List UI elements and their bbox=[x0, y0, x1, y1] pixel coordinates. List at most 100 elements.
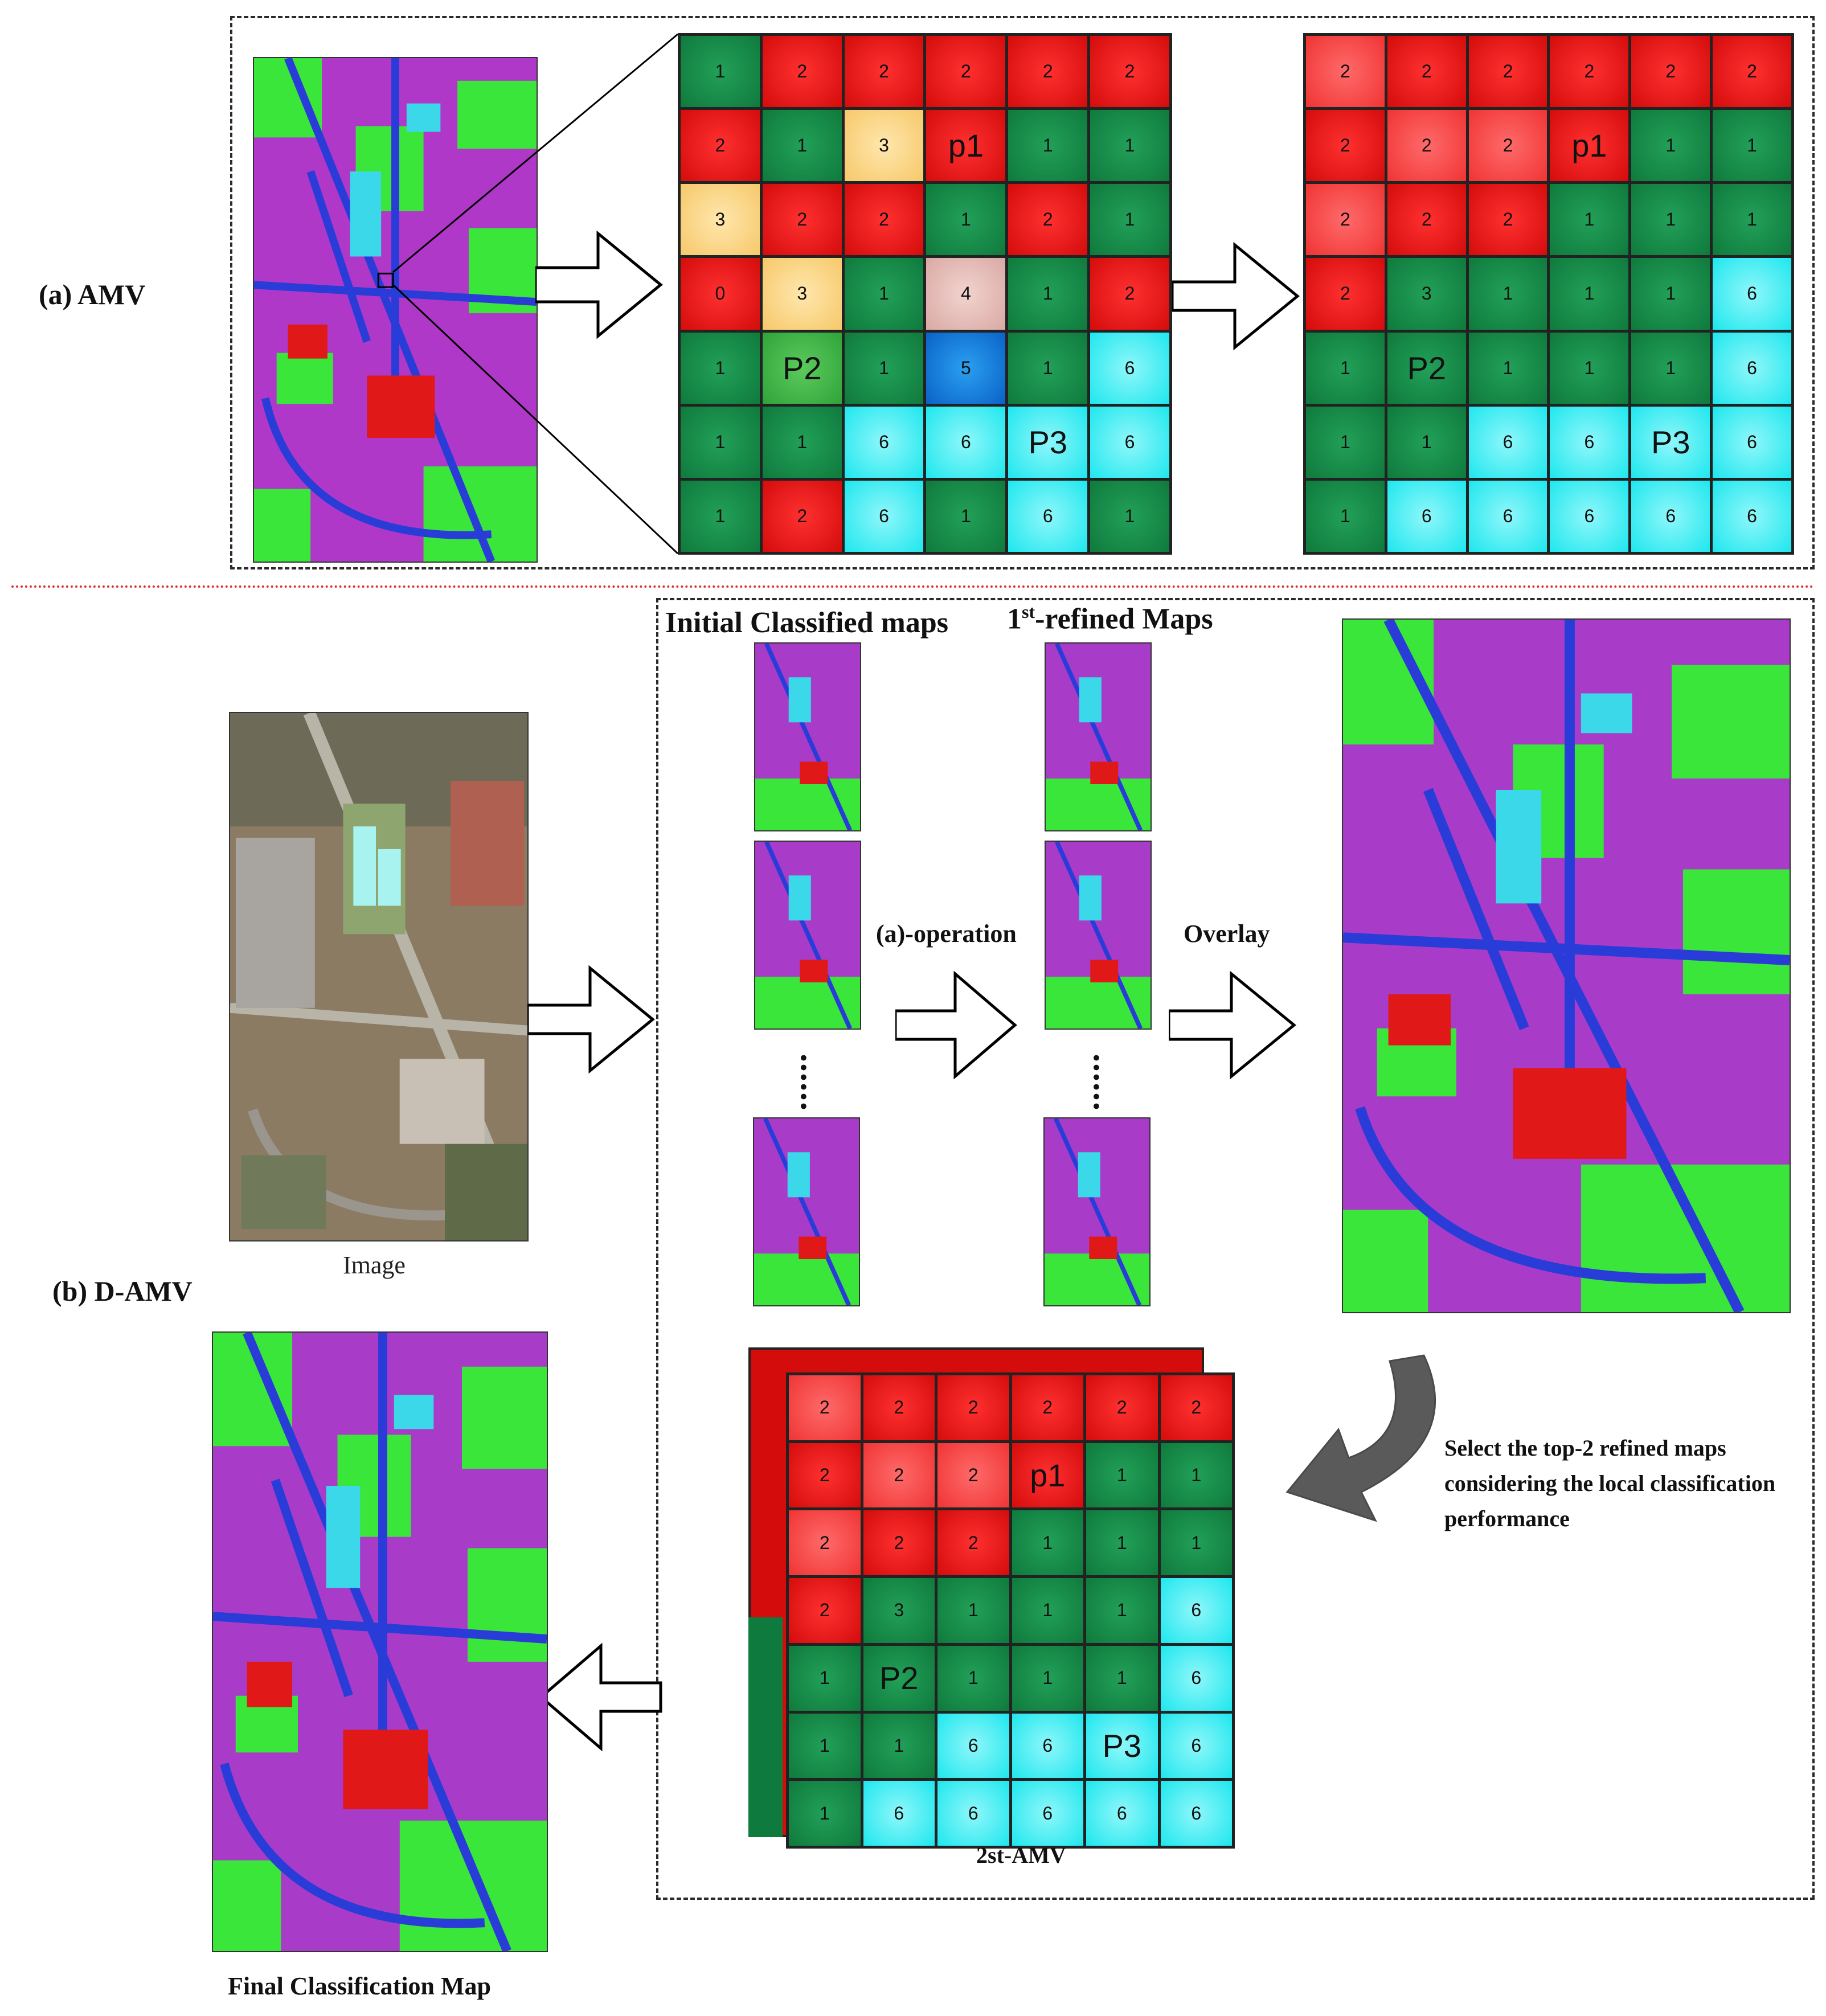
grid-cell: 6 bbox=[1550, 406, 1629, 478]
grid-cell: 1 bbox=[1550, 332, 1629, 404]
grid-cell: 2 bbox=[1468, 36, 1547, 108]
grid-cell: 1 bbox=[1713, 184, 1791, 256]
refined-label-suffix: -refined Maps bbox=[1035, 603, 1213, 636]
grid-cell: 2 bbox=[1012, 1375, 1083, 1440]
grid-cell: 6 bbox=[937, 1713, 1009, 1779]
grid-cell: 6 bbox=[1713, 258, 1791, 330]
grid-cell: 2 bbox=[1306, 184, 1385, 256]
grid-cell: 2 bbox=[937, 1443, 1009, 1508]
refined-map-thumb bbox=[1043, 1117, 1151, 1306]
grid-cell: 1 bbox=[1160, 1443, 1232, 1508]
ellipsis-icon: ...... bbox=[1087, 1054, 1124, 1112]
grid-cell: 1 bbox=[1008, 110, 1088, 182]
grid-cell: 1 bbox=[1086, 1578, 1158, 1643]
grid-cell: 1 bbox=[789, 1713, 861, 1779]
grid-cell: 6 bbox=[1012, 1781, 1083, 1846]
refined-label-sup: st bbox=[1022, 601, 1035, 622]
grid-cell: 1 bbox=[1306, 332, 1385, 404]
grid-cell: 2 bbox=[1387, 184, 1466, 256]
grid-cell: 2 bbox=[1086, 1375, 1158, 1440]
panel-b-label: (b) D-AMV bbox=[52, 1275, 193, 1307]
grid-cell: 1 bbox=[1631, 184, 1710, 256]
grid-cell: 3 bbox=[844, 110, 924, 182]
grid-cell: 2 bbox=[1008, 184, 1088, 256]
grid-cell: 2 bbox=[937, 1375, 1009, 1440]
grid-cell: 1 bbox=[681, 36, 760, 108]
refined-label-prefix: 1 bbox=[1007, 603, 1022, 636]
amv2-label: 2st-AMV bbox=[976, 1842, 1066, 1868]
grid-cell: 2 bbox=[1090, 36, 1169, 108]
grid-cell: 1 bbox=[1090, 110, 1169, 182]
arrow-right-icon bbox=[895, 970, 1017, 1080]
grid-cell: 1 bbox=[926, 480, 1006, 552]
grid-cell: 6 bbox=[1631, 480, 1710, 552]
initial-map-thumb bbox=[754, 642, 861, 831]
grid-cell: 1 bbox=[789, 1781, 861, 1846]
grid-cell: 6 bbox=[937, 1781, 1009, 1846]
grid-cell: 1 bbox=[844, 332, 924, 404]
grid-cell-p1: p1 bbox=[1012, 1443, 1083, 1508]
grid-cell: 3 bbox=[1387, 258, 1466, 330]
grid-cell: 1 bbox=[1468, 332, 1547, 404]
arrow-right-icon bbox=[535, 230, 663, 339]
image-caption: Image bbox=[343, 1251, 406, 1279]
grid-cell: 6 bbox=[1160, 1713, 1232, 1779]
ellipsis-icon: ...... bbox=[794, 1054, 832, 1112]
panel-b-frame bbox=[656, 598, 1815, 1900]
grid-cell: 1 bbox=[789, 1645, 861, 1711]
grid-cell: 2 bbox=[789, 1578, 861, 1643]
grid-cell: 6 bbox=[1012, 1713, 1083, 1779]
grid-cell: 1 bbox=[1008, 332, 1088, 404]
grid-cell: 1 bbox=[1086, 1443, 1158, 1508]
grid-cell: 2 bbox=[1306, 110, 1385, 182]
grid-cell-p3: P3 bbox=[1631, 406, 1710, 478]
grid-cell: 2 bbox=[1160, 1375, 1232, 1440]
arrow-right-icon bbox=[527, 965, 655, 1074]
grid-cell: 6 bbox=[844, 406, 924, 478]
panel-a-frame bbox=[230, 16, 1815, 569]
final-classification-map bbox=[212, 1331, 548, 1952]
select-top2-text: Select the top-2 refined maps considerin… bbox=[1444, 1435, 1776, 1531]
grid-cell: 1 bbox=[937, 1578, 1009, 1643]
grid-cell: 6 bbox=[1468, 406, 1547, 478]
grid-cell: 6 bbox=[1550, 480, 1629, 552]
arrow-right-icon bbox=[1172, 241, 1300, 351]
grid-cell: 1 bbox=[937, 1645, 1009, 1711]
final-map-caption: Final Classification Map bbox=[228, 1972, 492, 2000]
grid-cell: 3 bbox=[762, 258, 842, 330]
grid-cell: 6 bbox=[1090, 406, 1169, 478]
grid-cell: 1 bbox=[762, 406, 842, 478]
grid-cell: 2 bbox=[863, 1375, 935, 1440]
grid-cell: 6 bbox=[844, 480, 924, 552]
grid-cell: 2 bbox=[1306, 258, 1385, 330]
grid-cell: 1 bbox=[1550, 184, 1629, 256]
grid-cell: 1 bbox=[926, 184, 1006, 256]
grid-cell: 5 bbox=[926, 332, 1006, 404]
grid-cell: 6 bbox=[1713, 332, 1791, 404]
initial-map-thumb bbox=[754, 841, 861, 1030]
grid-cell: 1 bbox=[1631, 258, 1710, 330]
grid-cell: 2 bbox=[1631, 36, 1710, 108]
grid-cell: 1 bbox=[1387, 406, 1466, 478]
panel-a-classified-map bbox=[253, 57, 538, 563]
grid-cell: 2 bbox=[844, 184, 924, 256]
grid-cell: 2 bbox=[937, 1510, 1009, 1576]
grid-cell: 2 bbox=[863, 1443, 935, 1508]
operation-label: (a)-operation bbox=[876, 920, 1017, 948]
grid-cell: 2 bbox=[789, 1510, 861, 1576]
grid-cell: 1 bbox=[681, 480, 760, 552]
arrow-right-icon bbox=[1169, 970, 1296, 1080]
grid-cell: 1 bbox=[1306, 406, 1385, 478]
grid-cell: 6 bbox=[863, 1781, 935, 1846]
grid-cell: 1 bbox=[1550, 258, 1629, 330]
refined-map-thumb bbox=[1045, 642, 1152, 831]
section-separator bbox=[11, 585, 1815, 588]
grid-cell: 6 bbox=[1713, 406, 1791, 478]
grid-cell: 2 bbox=[1468, 110, 1547, 182]
grid-cell: 1 bbox=[1012, 1578, 1083, 1643]
grid-cell: 1 bbox=[681, 332, 760, 404]
grid-cell: 6 bbox=[1086, 1781, 1158, 1846]
refined-map-thumb bbox=[1045, 841, 1152, 1030]
grid-cell: 1 bbox=[1090, 480, 1169, 552]
grid-cell: 4 bbox=[926, 258, 1006, 330]
